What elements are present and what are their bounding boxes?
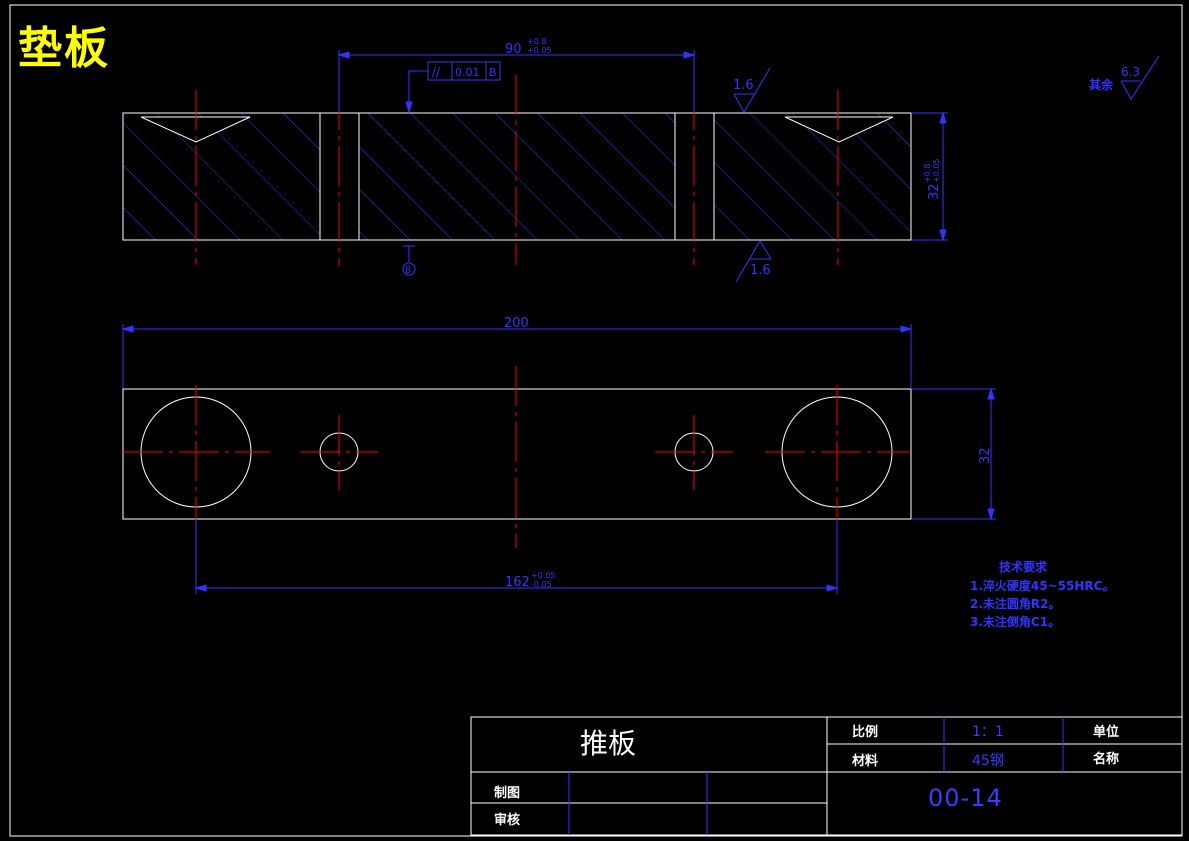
scale-label: 比例 xyxy=(852,725,879,740)
section-view xyxy=(122,75,912,265)
dim-200-value: 200 xyxy=(504,316,529,331)
dim-thickness-tol-lower: +0.05 xyxy=(932,158,941,183)
dim-90-tol-lower: +0.05 xyxy=(527,46,552,55)
name-label: 名称 xyxy=(1093,752,1120,767)
tech-heading: 技术要求 xyxy=(999,560,1048,574)
surface-finish-top-value: 1.6 xyxy=(733,78,754,93)
tech-item: 2.未注圆角R2。 xyxy=(970,597,1061,611)
surface-finish-rest xyxy=(1120,55,1160,100)
dim-thickness xyxy=(912,111,948,242)
tolerance-datum: B xyxy=(489,66,497,79)
tolerance-symbol: // xyxy=(432,65,441,79)
dim-90-value: 90 xyxy=(505,42,522,57)
dim-thickness-tol-upper: +0.8 xyxy=(923,164,932,183)
hatch-middle xyxy=(359,113,675,240)
dim-162-tol-upper: +0.05 xyxy=(531,571,556,580)
dim-90 xyxy=(337,50,696,112)
hatch-left xyxy=(123,113,320,240)
datum-symbol xyxy=(402,245,416,276)
dim-162 xyxy=(194,520,839,594)
drawn-label: 制图 xyxy=(494,786,521,801)
sheet-border xyxy=(9,4,1183,837)
surface-finish-top xyxy=(733,67,771,114)
tech-item: 1.淬火硬度45~55HRC。 xyxy=(970,579,1115,593)
material-value: 45钢 xyxy=(972,753,1004,769)
dim-width-value: 32 xyxy=(978,447,993,464)
drawing-title: 垫板 xyxy=(18,23,110,74)
tolerance-value: 0.01 xyxy=(455,66,480,79)
unit-label: 单位 xyxy=(1093,725,1120,740)
section-outline xyxy=(122,112,912,241)
plan-view xyxy=(122,366,912,548)
dim-162-tol-lower: -0.05 xyxy=(531,580,552,589)
material-label: 材料 xyxy=(852,754,879,769)
checked-label: 审核 xyxy=(494,813,521,828)
datum-label: B xyxy=(405,266,411,276)
dim-90-tol-upper: +0.8 xyxy=(527,37,546,46)
title-block xyxy=(470,716,1183,836)
drawing-number: 00-14 xyxy=(928,784,1003,812)
tolerance-frame xyxy=(405,61,501,114)
surface-finish-bottom-value: 1.6 xyxy=(750,263,771,278)
dim-162-value: 162 xyxy=(505,575,530,590)
tech-item: 3.未注倒角C1。 xyxy=(970,615,1061,629)
surface-finish-rest-label: 其余 xyxy=(1089,77,1114,92)
dim-width xyxy=(912,387,996,521)
plan-outline xyxy=(122,388,912,520)
dim-200 xyxy=(121,324,913,388)
surface-finish-rest-value: 6.3 xyxy=(1121,65,1140,79)
part-name: 推板 xyxy=(580,727,637,760)
dim-thickness-value: 32 xyxy=(927,183,942,200)
hatch-right xyxy=(714,113,911,240)
scale-value: 1：1 xyxy=(972,724,1004,740)
surface-finish-bottom xyxy=(735,240,772,283)
title-block-inner xyxy=(568,717,1064,835)
